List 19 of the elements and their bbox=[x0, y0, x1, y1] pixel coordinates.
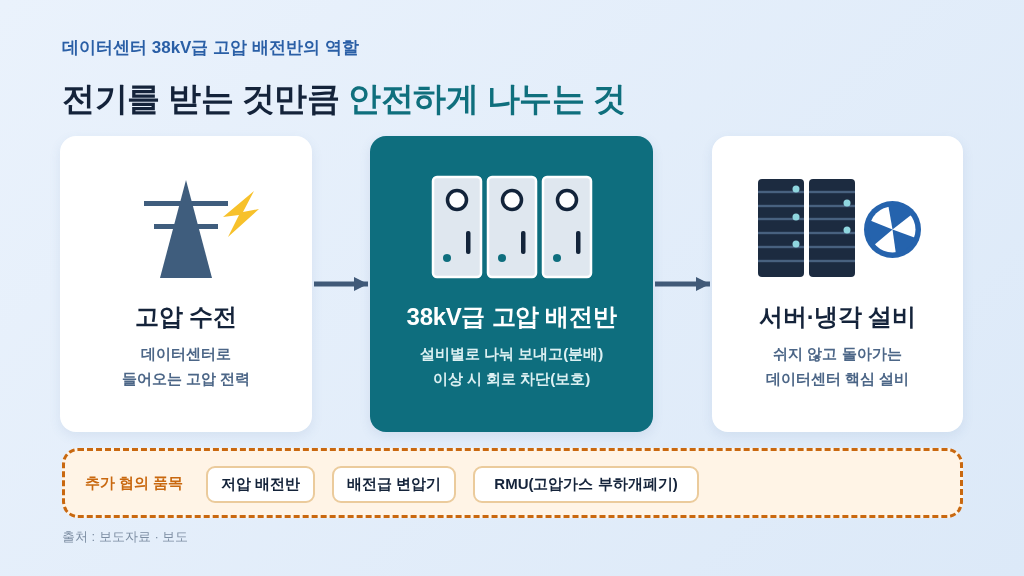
card-description: 설비별로 나눠 보내고(분배) 이상 시 회로 차단(보호) bbox=[418, 344, 605, 389]
process-card bbox=[712, 136, 963, 432]
headline: 전기를 받는 것만큼 안전하게 나누는 것 bbox=[62, 79, 626, 119]
kicker-text: 데이터센터 38kV급 고압 배전반의 역할 bbox=[62, 37, 359, 59]
item-tag: 배전급 변압기 bbox=[332, 466, 456, 503]
panel-heading: 추가 협의 품목 bbox=[85, 473, 184, 493]
dashed-panel bbox=[62, 448, 963, 518]
card-title: 서버·냉각 설비 bbox=[759, 302, 916, 332]
arrow bbox=[655, 277, 710, 291]
process-card bbox=[60, 136, 312, 432]
card-description: 데이터센터로 들어오는 고압 전력 bbox=[120, 344, 252, 389]
card-title: 38kV급 고압 배전반 bbox=[406, 302, 617, 332]
arrow bbox=[314, 277, 368, 291]
card-title: 고압 수전 bbox=[135, 302, 237, 332]
item-tag: RMU(고압가스 부하개폐기) bbox=[473, 466, 699, 503]
process-card bbox=[370, 136, 653, 432]
source-note: 출처 : 보도자료 · 보도 bbox=[62, 528, 189, 546]
card-description: 쉬지 않고 돌아가는 데이터센터 핵심 설비 bbox=[764, 344, 911, 389]
item-tag: 저압 배전반 bbox=[206, 466, 315, 503]
